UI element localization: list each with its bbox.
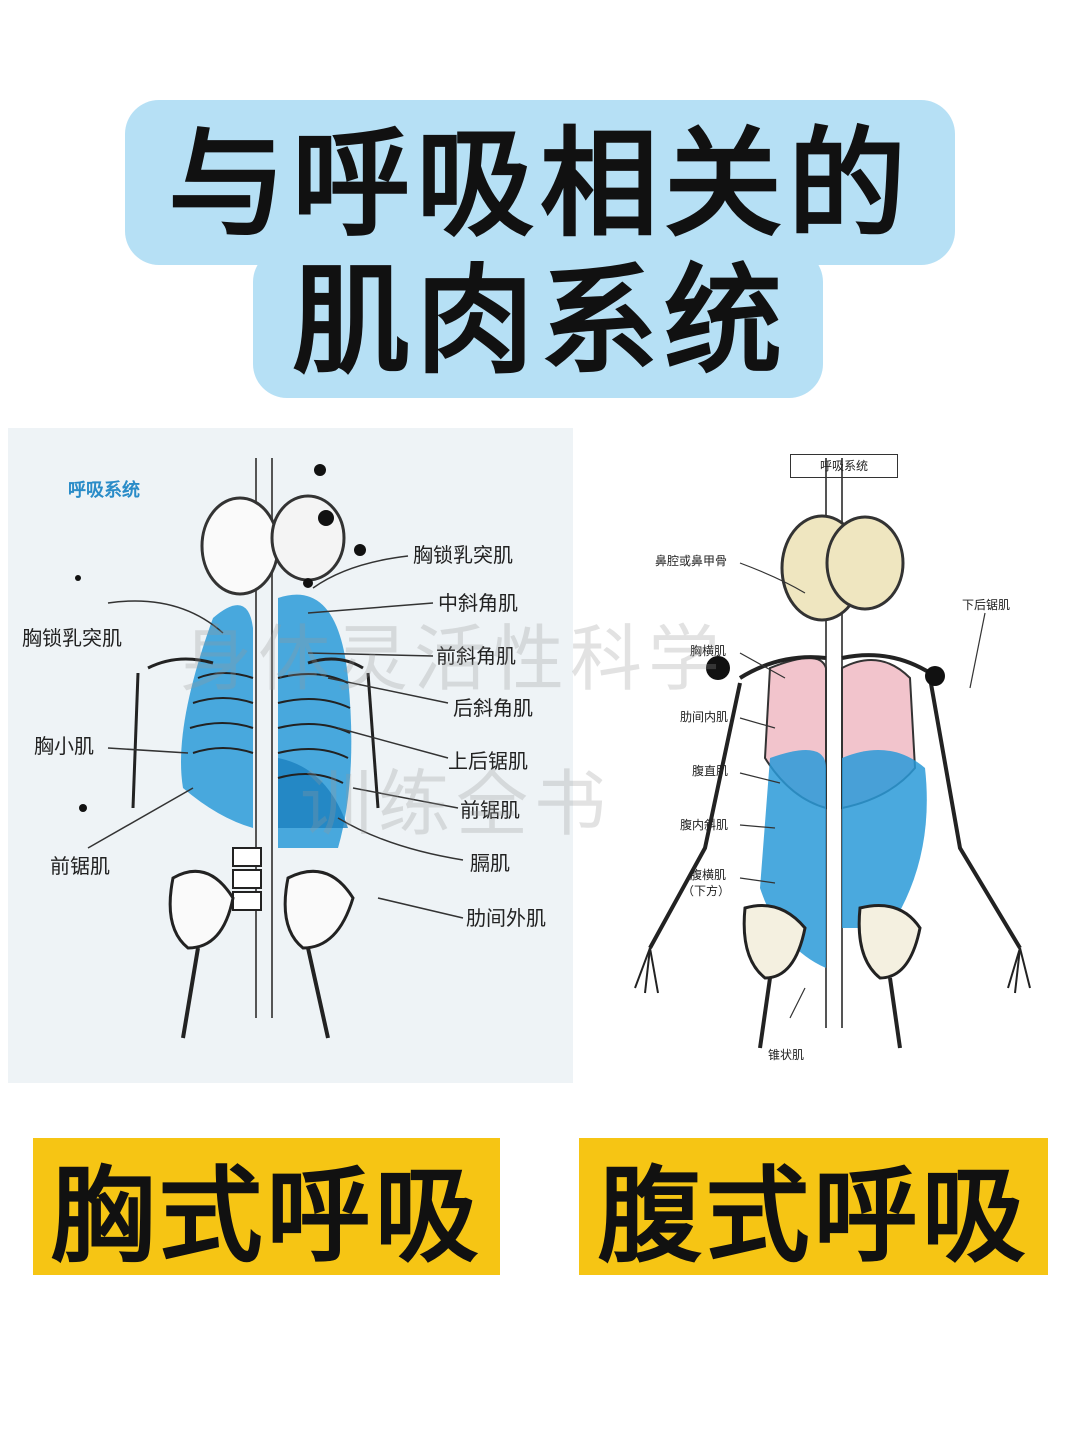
front-view-skeleton-illustration	[634, 458, 1031, 1049]
label-below-note: （下方）	[682, 884, 731, 898]
watermark-line1: 身体灵活性科学	[180, 617, 727, 701]
title-background-second-line	[253, 248, 823, 398]
watermark-line2: 训练全书	[300, 762, 613, 846]
abdominal-breathing-label: 腹式呼吸	[579, 1138, 1048, 1277]
label-nasal-cavity: 鼻腔或鼻甲骨	[655, 554, 728, 568]
right-anatomy-figure: 呼吸系统 鼻腔或鼻甲骨 胸横肌 肋间内肌 腹直肌 腹内斜肌 腹横肌 （下方） 下…	[590, 428, 1070, 1083]
label-pectoralis-minor: 胸小肌	[34, 734, 94, 758]
left-anatomy-figure: 呼吸系统 胸锁乳突肌 胸小肌 前锯肌 胸锁乳突肌 中斜角肌 前斜角肌 后斜角肌 …	[8, 428, 573, 1083]
label-serratus-posterior-superior: 上后锯肌	[448, 749, 528, 773]
label-posterior-scalene: 后斜角肌	[453, 696, 533, 720]
back-view-skeleton-illustration	[75, 458, 464, 1039]
title-background	[125, 100, 955, 265]
label-serratus-anterior-left: 前锯肌	[50, 854, 110, 878]
label-internal-intercostals: 肋间内肌	[680, 710, 729, 724]
page-title-line1: 与呼吸相关的	[167, 115, 912, 253]
right-figure-heading: 呼吸系统	[790, 454, 898, 478]
label-serratus-posterior-inferior: 下后锯肌	[962, 598, 1011, 612]
label-rectus-abdominis: 腹直肌	[692, 764, 729, 778]
page-title-line2: 肌肉系统	[291, 252, 788, 390]
label-sternocleidomastoid-right: 胸锁乳突肌	[413, 543, 513, 567]
label-internal-oblique: 腹内斜肌	[680, 818, 729, 832]
label-external-intercostals: 肋间外肌	[466, 906, 546, 930]
label-transversus-thoracis: 胸横肌	[690, 644, 727, 658]
chest-breathing-label: 胸式呼吸	[33, 1138, 500, 1277]
label-diaphragm: 膈肌	[470, 851, 510, 875]
label-pyramidalis: 锥状肌	[768, 1048, 805, 1062]
label-anterior-scalene: 前斜角肌	[436, 644, 516, 668]
label-middle-scalene: 中斜角肌	[438, 591, 518, 615]
label-transversus-abdominis: 腹横肌	[690, 868, 727, 882]
label-serratus-anterior-right: 前锯肌	[460, 798, 520, 822]
left-figure-heading: 呼吸系统	[68, 480, 140, 501]
label-sternocleidomastoid-left: 胸锁乳突肌	[22, 626, 122, 650]
